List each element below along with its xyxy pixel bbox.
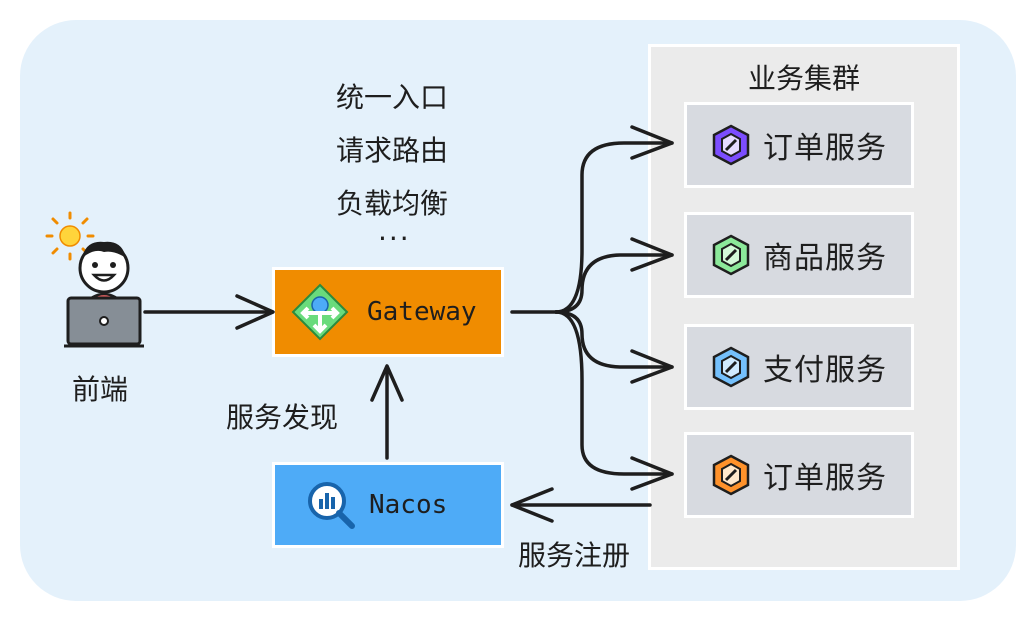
gateway-to-service-1	[554, 141, 674, 314]
gateway-to-service-4	[554, 310, 674, 476]
nacos-box[interactable]: Nacos	[272, 462, 504, 548]
cluster-title: 业务集群	[747, 62, 860, 95]
service-label: 订单服务	[763, 461, 887, 496]
gateway-to-service-2	[554, 253, 674, 314]
service-product[interactable]: 商品服务	[684, 212, 914, 298]
gateway-label: Gateway	[367, 297, 477, 327]
arrowhead-service-1	[630, 125, 674, 160]
feature-ellipsis: ···	[378, 222, 411, 255]
arrowhead-service-4	[630, 456, 674, 491]
frontend-to-gateway-arrowhead	[235, 294, 275, 330]
service-cube-icon	[712, 346, 750, 388]
frontend-label: 前端	[72, 373, 129, 406]
gateway-box[interactable]: Gateway	[272, 267, 504, 357]
discovery-label: 服务发现	[226, 401, 339, 434]
service-label: 订单服务	[763, 131, 887, 166]
service-cube-icon	[712, 124, 750, 166]
frontend-user-icon	[45, 211, 144, 348]
service-cube-icon	[712, 454, 750, 496]
feature-unified-entry: 统一入口	[336, 81, 449, 114]
nacos-label: Nacos	[369, 490, 448, 520]
feature-routing: 请求路由	[336, 134, 449, 167]
nacos-to-gateway-arrowhead	[370, 364, 404, 402]
service-cube-icon	[712, 234, 750, 276]
sun-icon	[45, 211, 95, 261]
service-payment[interactable]: 支付服务	[684, 324, 914, 410]
service-order[interactable]: 订单服务	[684, 102, 914, 188]
arrowhead-service-3	[630, 349, 674, 384]
service-label: 支付服务	[763, 353, 887, 388]
nacos-search-icon	[308, 482, 355, 529]
service-label: 商品服务	[763, 241, 887, 276]
registration-label: 服务注册	[518, 539, 631, 572]
gateway-to-service-3	[554, 310, 674, 369]
arrowhead-service-2	[630, 237, 674, 272]
service-order-2[interactable]: 订单服务	[684, 432, 914, 518]
gateway-icon	[291, 283, 349, 341]
feature-load-balancing: 负载均衡	[336, 187, 449, 220]
registration-arrowhead	[510, 487, 554, 523]
